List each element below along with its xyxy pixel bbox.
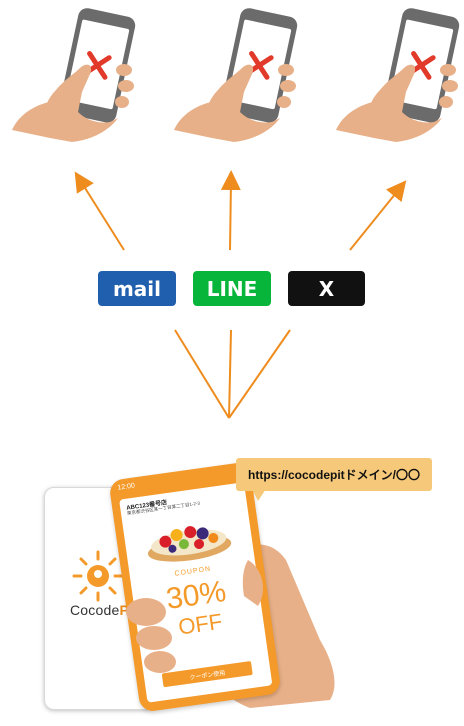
- url-bubble: https://cocodepitドメイン/〇〇: [236, 458, 432, 491]
- arrows-up: [74, 170, 407, 251]
- status-time: 12:00: [117, 482, 136, 492]
- cocodepit-logo-icon: [72, 550, 124, 602]
- use-coupon-button[interactable]: クーポン使用: [161, 660, 253, 688]
- brand-prefix: Cocode: [70, 602, 120, 618]
- coupon-screen: ABC123番号店 東京都渋谷区某一丁目某二丁目1-2-3 COUPON 30%…: [119, 482, 273, 703]
- hand-phone-line-icon: [174, 7, 299, 142]
- hand-phone-mail-icon: [12, 7, 137, 142]
- fruit-tart-icon: [147, 526, 232, 562]
- line-badge: LINE: [193, 271, 271, 306]
- converging-lines: [174, 329, 291, 419]
- coupon-phone: 12:00 ABC123番号店 東京都渋谷区某一丁目某二丁目1-2-3 COUP…: [108, 461, 282, 713]
- hand-phone-x-icon: [336, 7, 461, 142]
- x-badge: X: [288, 271, 365, 306]
- url-bubble-tail: [252, 489, 266, 501]
- mail-badge: mail: [98, 271, 176, 306]
